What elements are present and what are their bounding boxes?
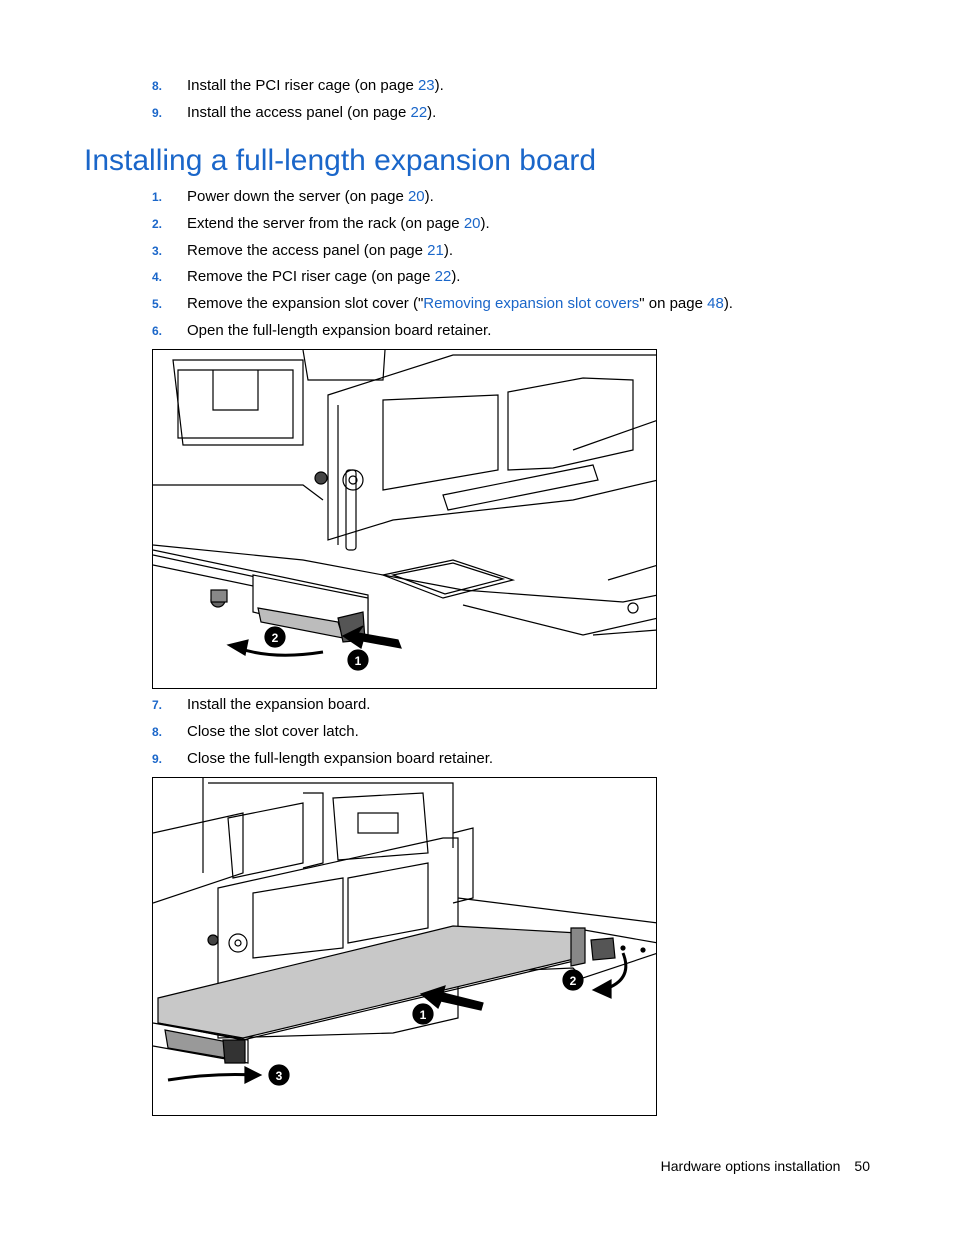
list-item: 8. Install the PCI riser cage (on page 23… <box>152 76 444 96</box>
page-link[interactable]: 23 <box>417 77 435 94</box>
list-item: 1. Power down the server (on page 20). <box>152 187 434 207</box>
step-number: 4. <box>152 270 163 284</box>
step-text: Power down the server (on page <box>187 188 408 205</box>
list-item: 4. Remove the PCI riser cage (on page 22)… <box>152 267 460 287</box>
step-number: 8. <box>152 725 163 739</box>
step-number: 2. <box>152 217 163 231</box>
list-item: 6. Open the full-length expansion board r… <box>152 321 491 341</box>
step-text-end: ). <box>451 268 461 285</box>
cross-reference-link[interactable]: Removing expansion slot covers <box>423 295 640 312</box>
step-text: Extend the server from the rack (on page <box>187 215 464 232</box>
step-number: 6. <box>152 324 163 338</box>
step-text: Close the slot cover latch. <box>187 723 359 740</box>
step-text-end: ). <box>424 188 434 205</box>
list-item: 9. Install the access panel (on page 22). <box>152 103 436 123</box>
step-text: Install the PCI riser cage (on page <box>187 77 418 94</box>
step-number: 9. <box>152 106 163 120</box>
step-text: Remove the expansion slot cover (" <box>187 295 424 312</box>
list-item: 2. Extend the server from the rack (on pa… <box>152 214 490 234</box>
list-item: 5. Remove the expansion slot cover ("Remo… <box>152 294 733 314</box>
page-link[interactable]: 20 <box>407 188 425 205</box>
page-footer: Hardware options installation 50 <box>661 1158 870 1174</box>
page-link[interactable]: 20 <box>463 215 481 232</box>
callout-1: 1 <box>355 654 362 668</box>
list-item: 8. Close the slot cover latch. <box>152 722 359 742</box>
step-number: 8. <box>152 79 163 93</box>
step-text: Install the expansion board. <box>187 696 371 713</box>
list-item: 3. Remove the access panel (on page 21). <box>152 241 453 261</box>
step-text: Install the access panel (on page <box>187 104 411 121</box>
step-number: 3. <box>152 244 163 258</box>
step-text-mid: " on page <box>639 295 708 312</box>
illustration-close-retainer: 1 2 3 <box>152 777 657 1116</box>
step-text-end: ). <box>443 242 454 259</box>
step-text-end: ). <box>427 104 437 121</box>
section-title: Installing a full-length expansion board <box>84 144 597 177</box>
step-text: Remove the access panel (on page <box>187 242 428 259</box>
list-item: 9. Close the full-length expansion board … <box>152 749 493 769</box>
step-number: 1. <box>152 190 163 204</box>
step-number: 9. <box>152 752 163 766</box>
step-text-end: ). <box>723 295 733 312</box>
step-number: 5. <box>152 297 163 311</box>
page-link[interactable]: 22 <box>434 268 452 285</box>
step-text: Remove the PCI riser cage (on page <box>187 268 435 285</box>
illustration-open-retainer: 1 2 <box>152 349 657 689</box>
footer-section-name: Hardware options installation <box>660 1158 841 1174</box>
step-text: Close the full-length expansion board re… <box>187 750 494 767</box>
page-link[interactable]: 48 <box>707 295 724 312</box>
page-link[interactable]: 21 <box>427 242 444 259</box>
step-text: Open the full-length expansion board ret… <box>187 322 492 339</box>
callout-3: 3 <box>276 1069 283 1083</box>
page-link[interactable]: 22 <box>410 104 428 121</box>
step-text-end: ). <box>434 77 444 94</box>
step-number: 7. <box>152 698 163 712</box>
step-text-end: ). <box>480 215 490 232</box>
callout-2: 2 <box>272 631 279 645</box>
callout-1: 1 <box>420 1008 427 1022</box>
page-number: 50 <box>854 1158 870 1174</box>
callout-2: 2 <box>570 974 577 988</box>
list-item: 7. Install the expansion board. <box>152 695 370 715</box>
